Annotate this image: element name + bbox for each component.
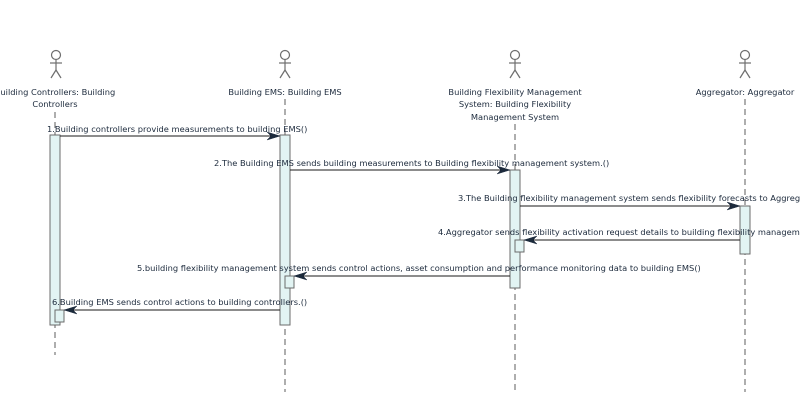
actor-building-ems[interactable]: Building EMS: Building EMS [228, 49, 342, 98]
message-5[interactable]: 5.building flexibility management system… [137, 263, 701, 281]
actor-label-line: System: Building Flexibility [459, 99, 571, 109]
message-3[interactable]: 3.The Building flexibility management sy… [458, 193, 800, 211]
message-label: 3.The Building flexibility management sy… [458, 193, 800, 203]
message-label: 4.Aggregator sends flexibility activatio… [438, 227, 800, 237]
message-2[interactable]: 2.The Building EMS sends building measur… [214, 158, 609, 175]
arrowhead-icon [293, 271, 308, 281]
message-1[interactable]: 1.Building controllers provide measureme… [47, 124, 307, 141]
activation-bar [739, 205, 751, 255]
arrowhead-icon [523, 235, 538, 245]
activation-bar-nested [514, 239, 525, 253]
arrowhead-icon [63, 305, 78, 315]
actor-label-line: Building Flexibility Management [448, 87, 582, 97]
actor-building-controllers[interactable]: Building Controllers: Building Controlle… [0, 49, 115, 110]
actor-label-line: Aggregator: Aggregator [696, 87, 795, 97]
actor-stick-figure-icon [739, 49, 751, 79]
activation-bar [49, 134, 61, 326]
actor-label-line: Controllers [32, 99, 77, 109]
actor-label-line: Building Controllers: Building [0, 87, 115, 97]
message-label: 5.building flexibility management system… [137, 263, 701, 273]
actor-aggregator[interactable]: Aggregator: Aggregator [696, 49, 795, 98]
arrowhead-icon [726, 201, 741, 211]
actor-stick-figure-icon [50, 49, 62, 79]
message-label: 2.The Building EMS sends building measur… [214, 158, 609, 168]
arrowhead-icon [496, 165, 511, 175]
actor-label-line: Building EMS: Building EMS [228, 87, 341, 97]
arrowhead-icon [266, 131, 281, 141]
actor-building-flexibility-management-system[interactable]: Building Flexibility Management System: … [448, 49, 582, 123]
activation-bar [279, 134, 291, 326]
message-label: 1.Building controllers provide measureme… [47, 124, 307, 134]
actor-label-line: Management System [471, 112, 559, 122]
message-4[interactable]: 4.Aggregator sends flexibility activatio… [438, 227, 800, 245]
activation-bar-nested [284, 275, 295, 289]
activation-bar [509, 169, 521, 289]
message-6[interactable]: 6.Building EMS sends control actions to … [52, 297, 307, 315]
actor-stick-figure-icon [279, 49, 291, 79]
actor-stick-figure-icon [509, 49, 521, 79]
activation-bar-nested [54, 309, 65, 323]
message-label: 6.Building EMS sends control actions to … [52, 297, 307, 307]
